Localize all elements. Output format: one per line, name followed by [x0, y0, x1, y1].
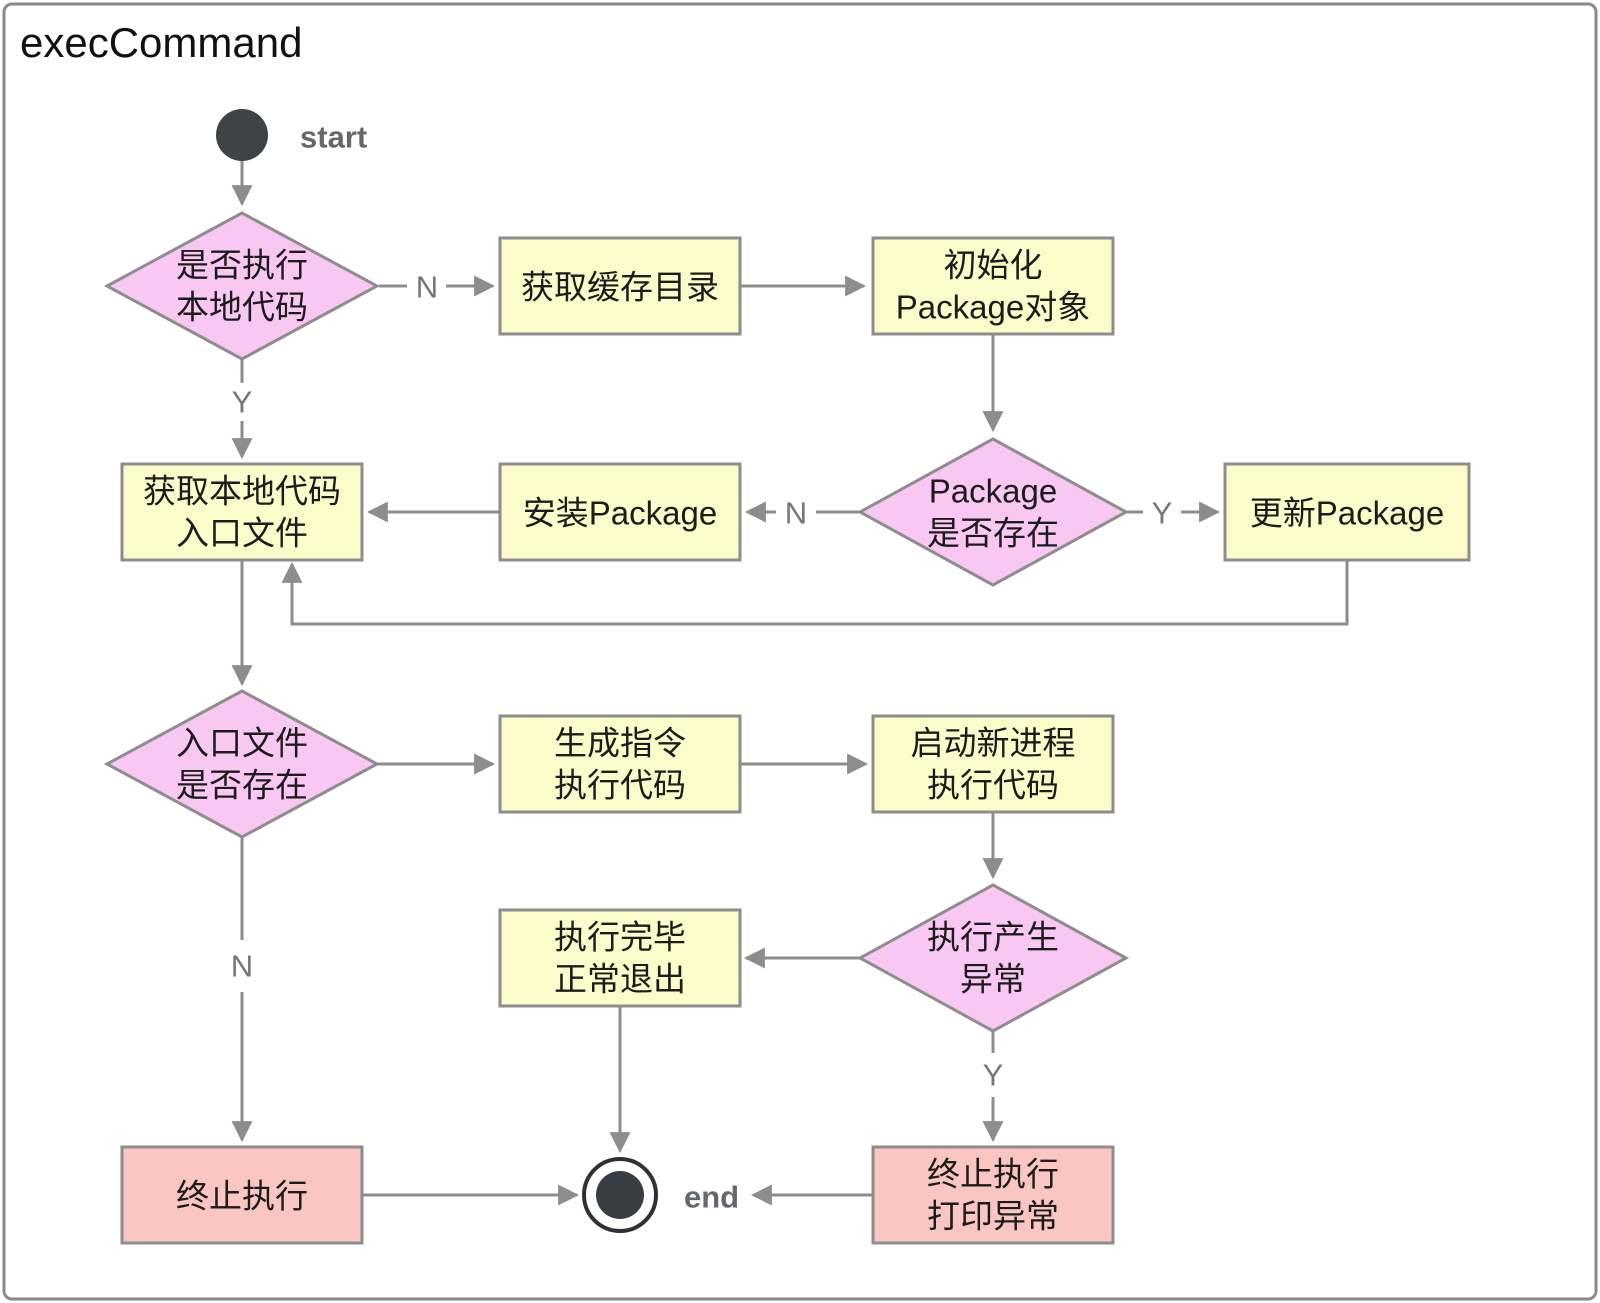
package-exists-text-line1: Package: [929, 473, 1057, 510]
get-cache-dir-text: 获取缓存目录: [521, 269, 719, 306]
normal-exit-text-line2: 正常退出: [554, 961, 686, 998]
spawn-process-text-line1: 启动新进程: [911, 725, 1076, 762]
install-package-box: [498, 462, 742, 562]
package-exists-diamond: [856, 437, 1130, 587]
gen-command-text-line2: 执行代码: [554, 767, 686, 804]
node-start: start: [216, 109, 367, 161]
node-update-package: 更新Package: [1223, 462, 1471, 562]
normal-exit-box: [498, 908, 742, 1008]
node-end: end: [582, 1157, 739, 1233]
get-entry-file-text-line2: 入口文件: [176, 515, 308, 552]
terminate-box: [120, 1145, 364, 1245]
end-circle-inner-icon: [596, 1171, 644, 1219]
start-label: start: [300, 120, 367, 155]
node-check-local: 是否执行 本地代码: [103, 211, 381, 361]
check-local-text-line2: 本地代码: [176, 289, 308, 326]
node-get-cache-dir: 获取缓存目录: [498, 236, 742, 336]
exec-exception-diamond: [856, 883, 1130, 1033]
node-package-exists: Package 是否存在: [856, 437, 1130, 587]
edge-label-check-local-no: N: [416, 270, 438, 305]
edges: [231, 161, 1349, 1206]
gen-command-box: [498, 714, 742, 814]
edge-label-exec-exception-yes: Y: [983, 1058, 1004, 1093]
entry-exists-text-line1: 入口文件: [176, 725, 308, 762]
terminate-print-text-line1: 终止执行: [927, 1156, 1059, 1193]
get-entry-file-box: [120, 462, 364, 562]
exec-exception-text-line2: 异常: [960, 961, 1026, 998]
get-cache-dir-box: [498, 236, 742, 336]
node-init-package: 初始化 Package对象: [871, 236, 1115, 336]
node-install-package: 安装Package: [498, 462, 742, 562]
node-terminate-print: 终止执行 打印异常: [871, 1145, 1115, 1245]
terminate-text: 终止执行: [176, 1178, 308, 1215]
init-package-box: [871, 236, 1115, 336]
edge-label-entry-exists-no: N: [231, 949, 253, 984]
node-spawn-process: 启动新进程 执行代码: [871, 714, 1115, 814]
exec-exception-text-line1: 执行产生: [927, 919, 1059, 956]
edge-label-package-exists-yes: Y: [1152, 496, 1173, 531]
package-exists-text-line2: 是否存在: [927, 515, 1059, 552]
check-local-text-line1: 是否执行: [176, 247, 308, 284]
normal-exit-text-line1: 执行完毕: [554, 919, 686, 956]
diagram-title: execCommand: [20, 19, 302, 66]
entry-exists-text-line2: 是否存在: [176, 767, 308, 804]
node-entry-exists: 入口文件 是否存在: [103, 689, 381, 839]
node-terminate: 终止执行: [120, 1145, 364, 1245]
end-label: end: [684, 1180, 739, 1215]
gen-command-text-line1: 生成指令: [554, 725, 686, 762]
init-package-text-line1: 初始化: [944, 247, 1043, 284]
check-local-diamond: [103, 211, 381, 361]
edge-label-check-local-yes: Y: [232, 385, 253, 420]
init-package-text-line2: Package对象: [896, 289, 1090, 326]
edge-label-package-exists-no: N: [785, 496, 807, 531]
node-gen-command: 生成指令 执行代码: [498, 714, 742, 814]
start-circle-icon: [216, 109, 268, 161]
install-package-text: 安装Package: [523, 495, 717, 532]
update-package-text: 更新Package: [1250, 495, 1444, 532]
terminate-print-box: [871, 1145, 1115, 1245]
node-normal-exit: 执行完毕 正常退出: [498, 908, 742, 1008]
terminate-print-text-line2: 打印异常: [927, 1198, 1059, 1235]
update-package-box: [1223, 462, 1471, 562]
entry-exists-diamond: [103, 689, 381, 839]
spawn-process-text-line2: 执行代码: [927, 767, 1059, 804]
node-exec-exception: 执行产生 异常: [856, 883, 1130, 1033]
edge-update-package-to-get-entry-file: [281, 560, 1349, 626]
node-get-entry-file: 获取本地代码 入口文件: [120, 462, 364, 562]
spawn-process-box: [871, 714, 1115, 814]
get-entry-file-text-line1: 获取本地代码: [143, 473, 341, 510]
